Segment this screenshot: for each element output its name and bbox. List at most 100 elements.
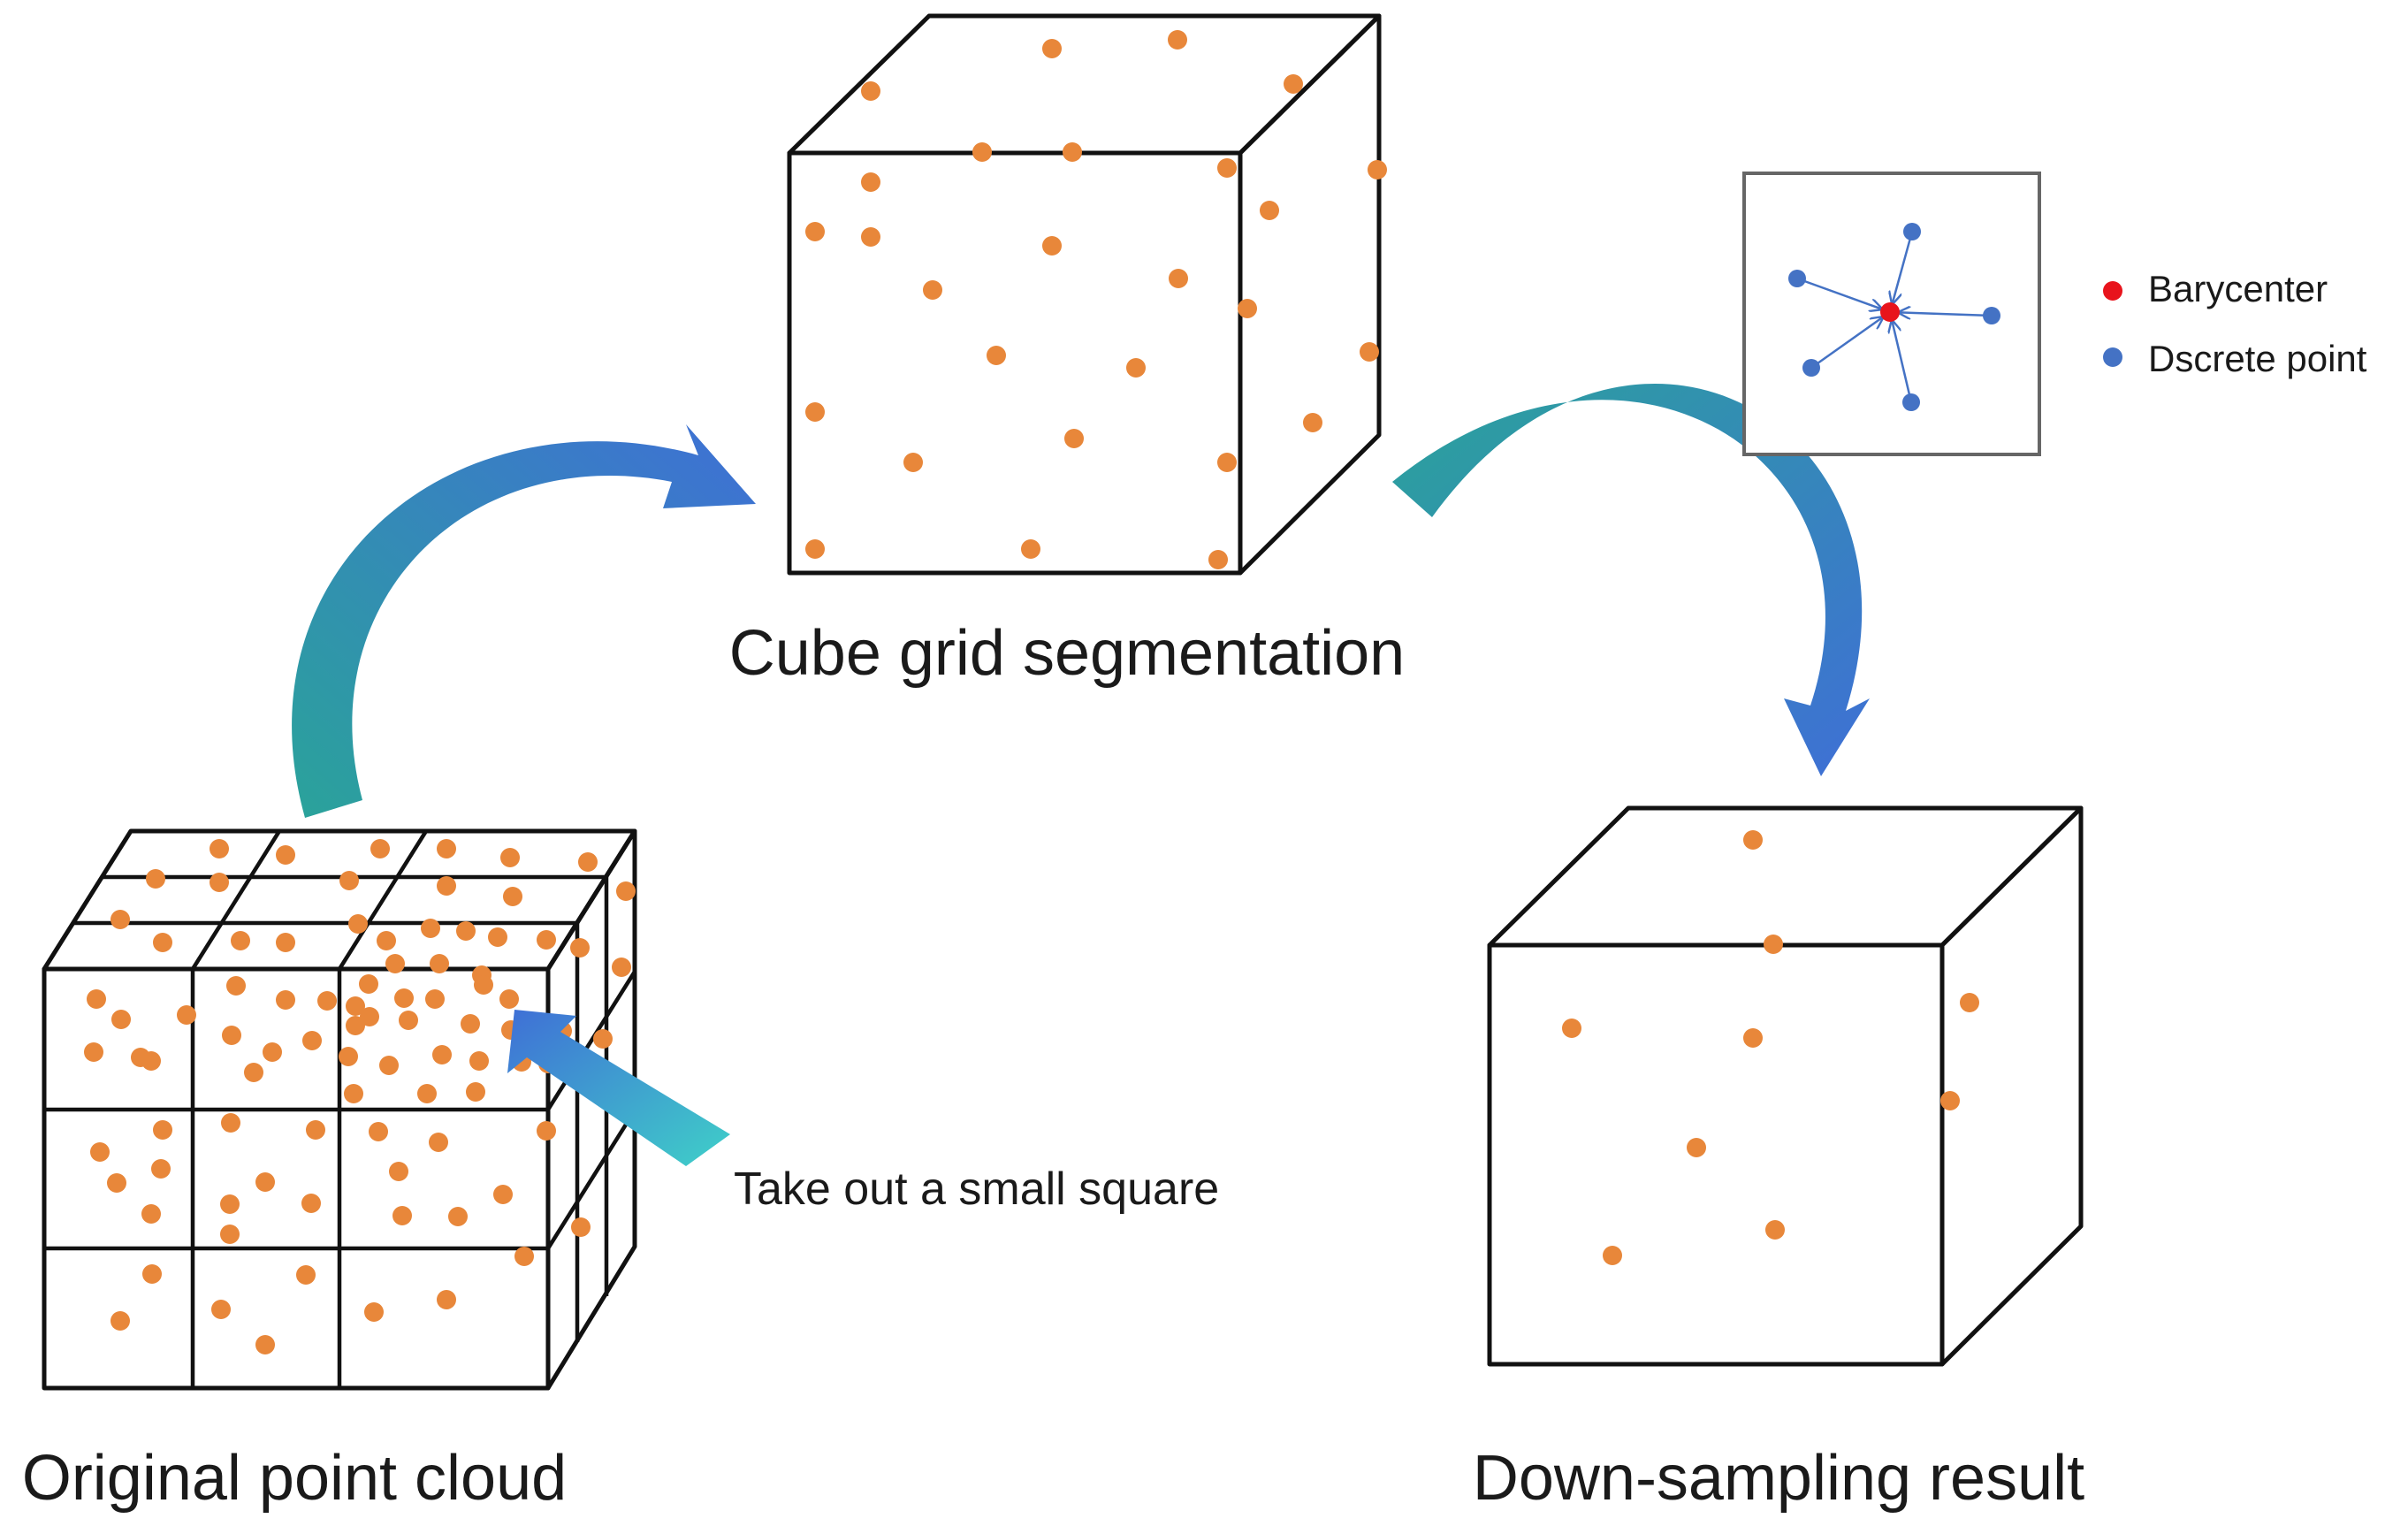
inset-barycenter-point (1880, 302, 1900, 322)
point-dot (493, 1185, 513, 1204)
point-dot (344, 1084, 363, 1103)
point-dot (226, 976, 246, 996)
point-dot (421, 919, 440, 938)
point-dot (302, 1031, 322, 1050)
point-dot (432, 1045, 452, 1064)
point-dot (377, 931, 396, 950)
point-dot (1168, 30, 1187, 50)
point-dot (1603, 1246, 1622, 1265)
point-dot (346, 1016, 365, 1035)
point-dot (1360, 342, 1379, 362)
point-dot (578, 852, 598, 872)
point-dot (379, 1056, 399, 1075)
point-dot (1217, 453, 1237, 472)
point-dot (1960, 993, 1979, 1012)
inset-discrete-point (1902, 393, 1920, 411)
label-original-point-cloud: Original point cloud (22, 1443, 567, 1514)
point-dot (255, 1172, 275, 1192)
point-dot (153, 933, 172, 952)
point-dot (107, 1173, 126, 1193)
point-dot (153, 1120, 172, 1140)
point-dot (221, 1113, 240, 1133)
point-dot (571, 1217, 591, 1237)
point-dot (469, 1051, 489, 1071)
point-dot (499, 989, 519, 1009)
point-dot (1284, 74, 1303, 94)
point-dot (84, 1042, 103, 1062)
label-down-sampling-result: Down-sampling result (1473, 1443, 2084, 1514)
point-dot (1368, 160, 1387, 179)
point-dot (87, 989, 106, 1009)
inset-arrow (1810, 317, 1883, 370)
inset-arrow (1893, 231, 1914, 303)
original-point-cloud-cube (42, 828, 637, 1391)
point-dot (503, 887, 522, 906)
point-dot (141, 1204, 161, 1224)
point-dot (805, 539, 825, 559)
result-cube-top-face (1487, 805, 2084, 948)
point-dot (805, 402, 825, 422)
inset-arrow (1899, 312, 1993, 316)
label-take-out-small-square: Take out a small square (734, 1164, 1219, 1215)
point-dot (461, 1014, 480, 1034)
point-dot (861, 172, 880, 192)
point-dot (1687, 1138, 1706, 1157)
point-dot (1562, 1019, 1581, 1038)
point-dot (231, 931, 250, 950)
point-dot (339, 1047, 358, 1066)
point-dot (437, 1290, 456, 1309)
point-dot (805, 222, 825, 241)
point-dot (1743, 1028, 1763, 1048)
point-dot (210, 839, 229, 858)
point-dot (146, 869, 165, 889)
point-dot (394, 988, 414, 1008)
point-dot (437, 839, 456, 858)
point-dot (360, 1007, 379, 1026)
point-dot (348, 914, 368, 934)
point-dot (306, 1120, 325, 1140)
point-dot (616, 881, 636, 901)
down-sampling-result-cube (1487, 805, 2084, 1367)
point-dot (276, 933, 295, 952)
point-dot (923, 280, 942, 300)
point-dot (537, 1121, 556, 1141)
point-dot (220, 1225, 240, 1244)
point-dot (987, 346, 1006, 365)
point-dot (1303, 413, 1322, 432)
point-dot (474, 975, 493, 995)
inset-discrete-point (1983, 307, 2000, 324)
point-dot (430, 954, 449, 973)
point-dot (570, 938, 590, 958)
point-dot (276, 990, 295, 1010)
arrow-original-to-grid (292, 424, 756, 818)
point-dot (255, 1335, 275, 1354)
inset-discrete-point (1802, 359, 1820, 377)
point-dot (1217, 158, 1237, 178)
point-dot (1764, 935, 1783, 954)
point-dot (276, 845, 295, 865)
cube-side-face (1238, 13, 1382, 576)
top-cube-points (805, 30, 1387, 569)
point-dot (1208, 550, 1228, 569)
original-cloud-points (84, 839, 636, 1354)
point-dot (417, 1084, 437, 1103)
legend-discrete-swatch (2103, 347, 2122, 367)
point-dot (392, 1206, 412, 1225)
point-dot (1743, 830, 1763, 850)
result-cube-front-face (1487, 942, 1945, 1367)
point-dot (1063, 142, 1082, 162)
legend-barycenter-swatch (2103, 281, 2122, 301)
down-sampled-points (1562, 830, 1979, 1265)
point-dot (448, 1207, 468, 1226)
point-dot (488, 927, 507, 947)
point-dot (346, 996, 365, 1016)
point-dot (500, 848, 520, 867)
point-dot (110, 1311, 130, 1331)
point-dot (429, 1133, 448, 1152)
arrow-take-out-square (507, 1010, 730, 1166)
point-dot (861, 227, 880, 247)
inset-arrows (1796, 231, 1993, 403)
point-dot (389, 1162, 408, 1181)
point-dot (220, 1194, 240, 1214)
point-dot (142, 1264, 162, 1284)
